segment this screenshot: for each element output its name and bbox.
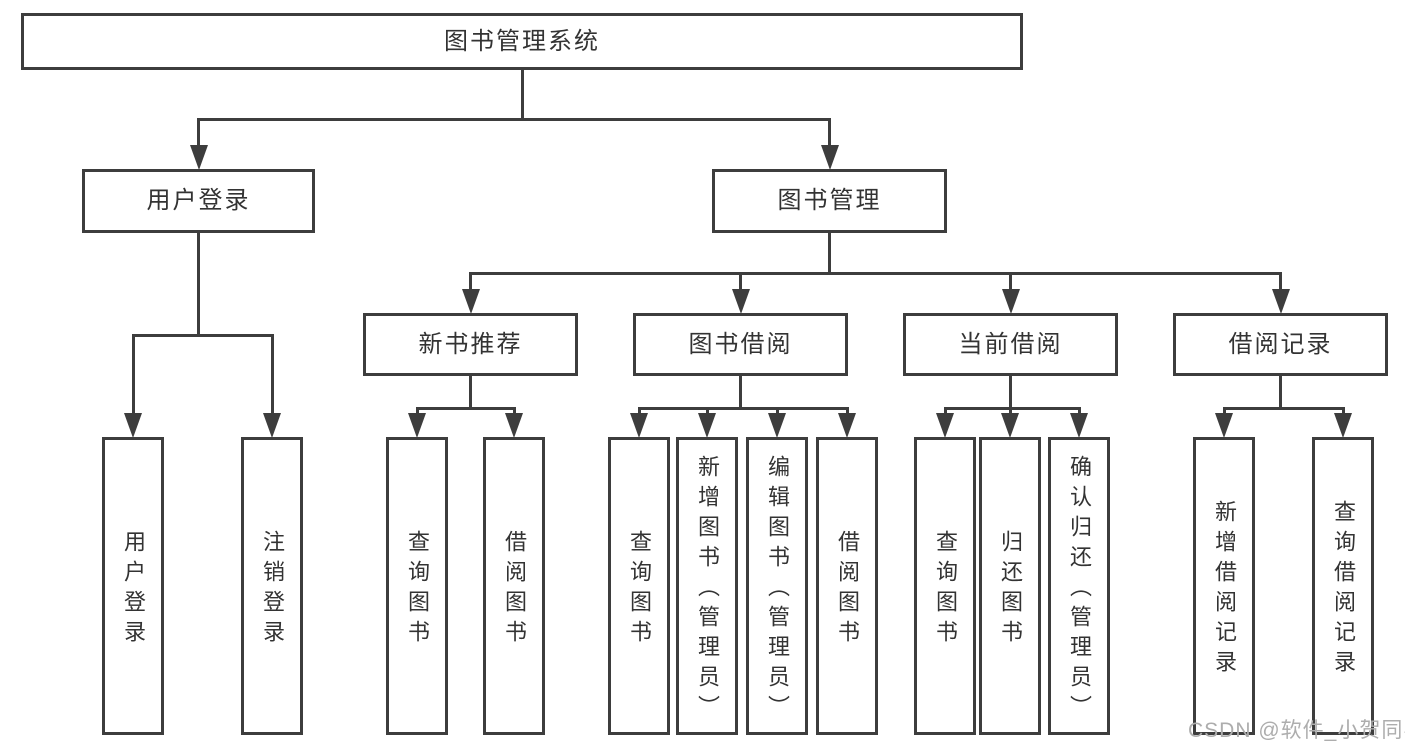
connector-stem-current-borrow (1009, 375, 1012, 410)
arrowhead-down-icon-cb-query (936, 413, 954, 438)
connector-drop-book-mgmt (828, 118, 831, 146)
connector-drop-nb-query (415, 407, 419, 414)
node-label-bb-add: 新增图书（管理员） (695, 455, 720, 725)
connector-drop-logout (270, 334, 274, 414)
node-label-bb-query: 查询图书 (627, 530, 652, 650)
connector-stem-book-borrow (739, 375, 742, 410)
node-bb-query: 查询图书 (608, 437, 670, 735)
connector-bar-book-mgmt (469, 272, 1282, 275)
connector-drop-login-branch (197, 118, 200, 146)
node-label-user-login: 用户登录 (121, 530, 146, 650)
node-bb-borrow: 借阅图书 (816, 437, 878, 735)
node-label-cb-return: 归还图书 (998, 530, 1023, 650)
connector-drop-br-query (1341, 407, 1345, 414)
node-bb-edit: 编辑图书（管理员） (746, 437, 808, 735)
arrowhead-down-icon-book-mgmt (820, 145, 839, 170)
arrowhead-down-icon-bb-edit (768, 413, 786, 438)
node-label-book-mgmt: 图书管理 (777, 187, 882, 214)
arrowhead-down-icon-current-borrow (1001, 289, 1020, 314)
node-label-cb-query: 查询图书 (933, 530, 958, 650)
connector-drop-bb-add (705, 407, 709, 414)
connector-drop-current-borrow (1009, 272, 1012, 290)
node-borrow-records: 借阅记录 (1173, 313, 1388, 376)
connector-drop-book-borrow (739, 272, 742, 290)
node-nb-borrow: 借阅图书 (483, 437, 545, 735)
node-label-book-borrow: 图书借阅 (688, 330, 793, 358)
node-book-borrow: 图书借阅 (633, 313, 848, 376)
connector-bar-new-book-rec (415, 407, 516, 410)
node-bb-add: 新增图书（管理员） (676, 437, 738, 735)
arrowhead-down-icon-br-add (1215, 413, 1233, 438)
arrowhead-down-icon-logout (263, 413, 281, 438)
node-logout: 注销登录 (241, 437, 303, 735)
arrowhead-down-icon-cb-return (1001, 413, 1019, 438)
connector-stem-book-mgmt (828, 232, 831, 275)
arrowhead-down-icon-nb-query (408, 413, 426, 438)
arrowhead-down-icon-cb-confirm (1070, 413, 1088, 438)
connector-bar-borrow-records (1222, 407, 1345, 410)
connector-stem-root (520, 69, 524, 121)
connector-bar-login-branch (131, 334, 274, 337)
node-label-borrow-records: 借阅记录 (1228, 330, 1333, 358)
node-label-login-branch: 用户登录 (146, 187, 251, 214)
connector-drop-cb-query (943, 407, 947, 414)
node-label-new-book-rec: 新书推荐 (418, 330, 523, 358)
node-label-current-borrow: 当前借阅 (958, 330, 1063, 358)
node-nb-query: 查询图书 (386, 437, 448, 735)
connector-drop-nb-borrow (512, 407, 516, 414)
node-label-nb-borrow: 借阅图书 (502, 530, 527, 650)
connector-drop-cb-confirm (1077, 407, 1081, 414)
node-label-bb-edit: 编辑图书（管理员） (765, 455, 790, 725)
node-label-nb-query: 查询图书 (405, 530, 430, 650)
arrowhead-down-icon-bb-query (630, 413, 648, 438)
connector-drop-new-book-rec (469, 272, 472, 290)
connector-drop-bb-borrow (845, 407, 849, 414)
node-root: 图书管理系统 (21, 13, 1023, 70)
node-br-add: 新增借阅记录 (1193, 437, 1255, 735)
arrowhead-down-icon-book-borrow (731, 289, 750, 314)
connector-bar-root (197, 118, 831, 121)
connector-drop-br-add (1222, 407, 1226, 414)
arrowhead-down-icon-user-login (124, 413, 142, 438)
node-label-logout: 注销登录 (260, 530, 285, 650)
node-br-query: 查询借阅记录 (1312, 437, 1374, 735)
connector-stem-login-branch (197, 232, 200, 337)
node-label-cb-confirm: 确认归还（管理员） (1067, 455, 1092, 725)
connector-drop-bb-edit (775, 407, 779, 414)
connector-stem-borrow-records (1279, 375, 1282, 410)
arrowhead-down-icon-borrow-records (1271, 289, 1290, 314)
node-cb-confirm: 确认归还（管理员） (1048, 437, 1110, 735)
arrowhead-down-icon-bb-borrow (838, 413, 856, 438)
arrowhead-down-icon-login-branch (189, 145, 208, 170)
node-current-borrow: 当前借阅 (903, 313, 1118, 376)
node-cb-query: 查询图书 (914, 437, 976, 735)
connector-drop-borrow-records (1279, 272, 1282, 290)
arrowhead-down-icon-br-query (1334, 413, 1352, 438)
connector-bar-current-borrow (943, 407, 1081, 410)
node-book-mgmt: 图书管理 (712, 169, 947, 233)
node-label-br-add: 新增借阅记录 (1212, 500, 1237, 680)
node-new-book-rec: 新书推荐 (363, 313, 578, 376)
connector-stem-new-book-rec (469, 375, 472, 410)
node-cb-return: 归还图书 (979, 437, 1041, 735)
connector-bar-book-borrow (637, 407, 849, 410)
arrowhead-down-icon-bb-add (698, 413, 716, 438)
node-label-root: 图书管理系统 (444, 27, 600, 55)
connector-drop-cb-return (1008, 407, 1012, 414)
watermark: CSDN @软件_小贺同学 (1188, 719, 1405, 742)
node-label-br-query: 查询借阅记录 (1331, 500, 1356, 680)
node-label-bb-borrow: 借阅图书 (835, 530, 860, 650)
arrowhead-down-icon-nb-borrow (505, 413, 523, 438)
node-login-branch: 用户登录 (82, 169, 315, 233)
node-user-login: 用户登录 (102, 437, 164, 735)
connector-drop-bb-query (637, 407, 641, 414)
connector-drop-user-login (131, 334, 135, 414)
arrowhead-down-icon-new-book-rec (461, 289, 480, 314)
